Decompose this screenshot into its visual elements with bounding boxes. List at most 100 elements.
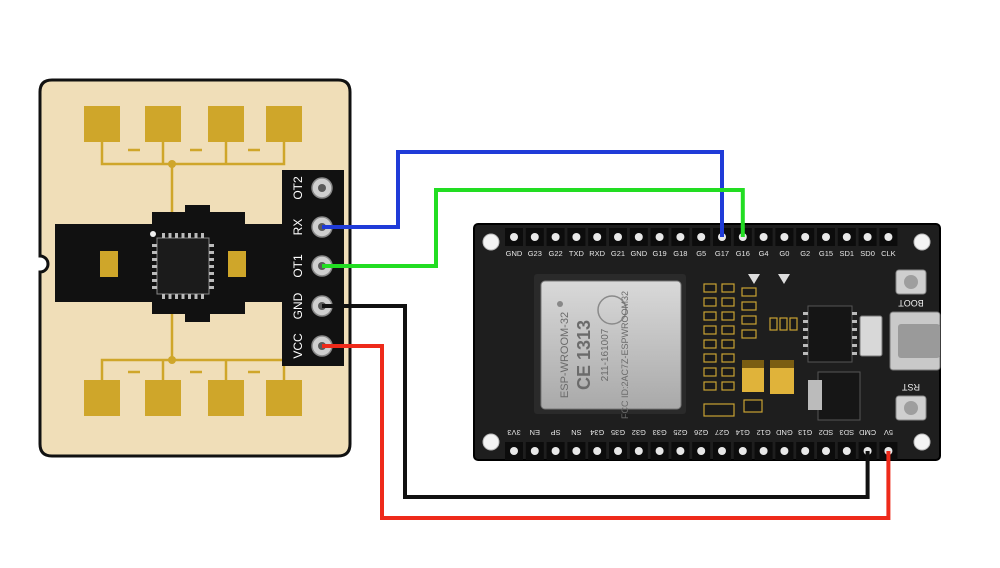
top-pin-18[interactable]	[884, 233, 893, 241]
top-pin-label: G0	[779, 249, 789, 258]
bottom-pin-3[interactable]	[572, 447, 581, 455]
wroom-text-line1: ESP-WROOM-32	[559, 312, 571, 398]
mount-hole-tr	[913, 233, 931, 251]
chip-pin	[209, 286, 214, 289]
smd-diode	[703, 403, 735, 417]
chip-pin	[852, 352, 857, 355]
top-pin-label: G22	[549, 249, 563, 258]
smd-resistor	[703, 297, 717, 307]
top-pin-14[interactable]	[801, 233, 810, 241]
bottom-pin-10[interactable]	[718, 447, 726, 455]
top-pin-6[interactable]	[634, 233, 643, 241]
chip-pin	[803, 320, 808, 323]
bottom-pin-9[interactable]	[697, 447, 706, 455]
top-pin-16[interactable]	[842, 233, 851, 241]
chip-pin	[162, 233, 165, 238]
top-pin-label: G5	[696, 249, 706, 258]
top-pin-7[interactable]	[655, 233, 664, 241]
espressif-logo	[597, 295, 627, 325]
bottom-pin-15[interactable]	[822, 447, 830, 455]
mount-hole-bl	[482, 433, 500, 451]
rst-label: RST	[901, 382, 920, 392]
bottom-pin-14[interactable]	[801, 447, 810, 455]
radar-pin-label-rx: RX	[291, 219, 305, 236]
wroom-text-line3: 211-161007	[600, 328, 611, 381]
radar-chip-pins	[152, 233, 214, 299]
chip-pin	[152, 279, 157, 282]
top-pin-label: G17	[715, 249, 729, 258]
tantalum-cap-2-band	[770, 360, 794, 368]
wroom-text-line2: CE 1313	[574, 320, 594, 390]
bottom-pin-label: G32	[632, 428, 646, 437]
top-pin-0[interactable]	[510, 233, 518, 241]
smd-resistor	[703, 367, 717, 377]
chip-pin	[175, 233, 178, 238]
smd-resistor	[703, 325, 717, 335]
chip-pin	[152, 265, 157, 268]
top-pin-1[interactable]	[530, 233, 539, 241]
bottom-pin-12[interactable]	[759, 447, 768, 455]
bottom-pin-0[interactable]	[510, 447, 518, 455]
bottom-pin-label: 5V	[884, 428, 893, 437]
top-pin-13[interactable]	[780, 233, 789, 241]
top-pin-15[interactable]	[822, 233, 830, 241]
top-pin-label: G19	[653, 249, 667, 258]
bottom-pin-1[interactable]	[530, 447, 539, 455]
top-pin-9[interactable]	[697, 233, 706, 241]
top-pin-17[interactable]	[863, 233, 872, 241]
smd-resistor	[741, 315, 757, 325]
bottom-pin-5[interactable]	[614, 447, 622, 455]
bottom-pin-16[interactable]	[842, 447, 851, 455]
top-pin-label: RXD	[589, 249, 605, 258]
bottom-pin-label: SD2	[819, 428, 834, 437]
chip-pin	[209, 265, 214, 268]
top-pin-label: SD0	[860, 249, 875, 258]
bottom-pin-6[interactable]	[634, 447, 643, 455]
chip-pin	[803, 336, 808, 339]
chip-pin	[852, 336, 857, 339]
top-pin-5[interactable]	[614, 233, 622, 241]
mount-hole-br	[913, 433, 931, 451]
chip-pin	[152, 244, 157, 247]
top-pin-label: G23	[528, 249, 542, 258]
bottom-pin-7[interactable]	[655, 447, 664, 455]
smd-resistor	[721, 339, 735, 349]
bottom-pin-8[interactable]	[676, 447, 685, 455]
smd-resistor	[721, 325, 735, 335]
wroom-text-line4: FCC ID:2AC7Z-ESPWROOM32	[620, 291, 630, 419]
smd-resistor	[741, 329, 757, 339]
radar-pin-label-ot2: OT2	[291, 176, 305, 200]
feed-junction-top	[168, 160, 176, 168]
bottom-pin-11[interactable]	[738, 447, 747, 455]
bottom-pin-label: SD3	[840, 428, 855, 437]
top-pin-label: G18	[673, 249, 687, 258]
top-pin-label: G15	[819, 249, 833, 258]
top-pin-3[interactable]	[572, 233, 581, 241]
top-pin-12[interactable]	[759, 233, 768, 241]
smd-marker	[748, 274, 760, 284]
wire-vcc-to-5v	[322, 344, 891, 520]
bottom-pin-13[interactable]	[780, 447, 789, 455]
chip-pin	[188, 294, 191, 299]
chip-pin	[168, 233, 172, 238]
top-pin-label: TXD	[569, 249, 585, 258]
smd-resistor	[721, 297, 735, 307]
smd-resistor	[703, 381, 717, 391]
chip-pin	[852, 344, 857, 347]
crystal	[859, 315, 883, 357]
top-pin-2[interactable]	[551, 233, 560, 241]
bottom-pin-2[interactable]	[551, 447, 560, 455]
chip-pin	[188, 233, 191, 238]
top-pin-8[interactable]	[676, 233, 685, 241]
top-pin-label: G2	[800, 249, 810, 258]
radar-chip	[156, 237, 210, 295]
mount-hole-tl	[482, 233, 500, 251]
wire-rx-to-g17	[322, 150, 724, 237]
smd-capacitor	[779, 317, 788, 331]
bottom-pin-label: SP	[551, 428, 561, 437]
chip-pin	[803, 352, 808, 355]
bottom-pin-4[interactable]	[593, 447, 602, 455]
top-pin-4[interactable]	[593, 233, 602, 241]
top-pin-label: SD1	[840, 249, 855, 258]
